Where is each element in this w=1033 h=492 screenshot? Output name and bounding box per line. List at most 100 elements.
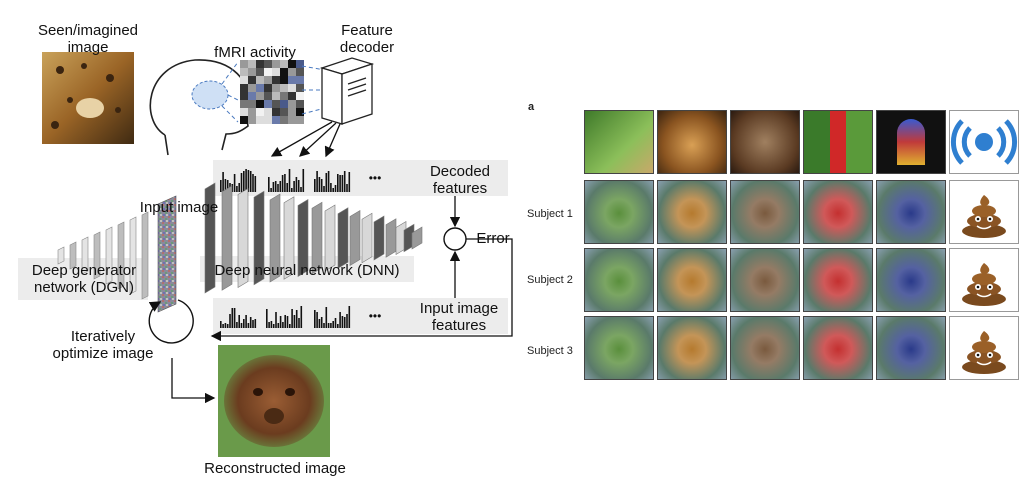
feature-bar (224, 323, 227, 328)
feature-bar (220, 321, 222, 328)
feature-bar (281, 175, 284, 192)
reconstruction-tile (803, 248, 873, 312)
feature-bar (224, 179, 227, 192)
input-feature-histograms (220, 306, 351, 328)
fmri-cell (248, 116, 256, 124)
fmri-cell (288, 68, 296, 76)
feature-bar (293, 181, 295, 192)
fmri-cell (296, 68, 304, 76)
fmri-cell (288, 76, 296, 84)
dnn-layer (411, 226, 423, 250)
fmri-cell (272, 108, 280, 116)
feature-bar (288, 169, 291, 192)
broadcast-icon (949, 110, 1019, 174)
fmri-cell (264, 108, 272, 116)
fmri-cell (280, 108, 288, 116)
fmri-cell (288, 108, 296, 116)
dgn-layers (57, 211, 149, 300)
fmri-cell (248, 100, 256, 108)
feature-bar (233, 174, 236, 192)
iteratively-optimize-label: Iteratively optimize image (52, 328, 154, 362)
fmri-cell (264, 68, 272, 76)
feature-bar (238, 183, 240, 192)
reconstructed-image-label: Reconstructed image (204, 460, 346, 477)
feature-bar (291, 188, 293, 192)
fmri-cell (280, 100, 288, 108)
feature-bar (284, 315, 286, 328)
feature-bar (220, 180, 222, 192)
fmri-cell (272, 60, 280, 68)
ellipsis-bottom: ••• (368, 309, 382, 323)
fmri-cell (240, 108, 248, 116)
ellipsis-top: ••• (368, 171, 382, 185)
feature-bar (332, 188, 334, 192)
feature-bar (249, 171, 252, 192)
feature-bar (226, 324, 229, 328)
row-label-subject-1: Subject 1 (527, 208, 573, 220)
reconstruction-tile (876, 180, 946, 244)
feature-bar (330, 183, 332, 192)
feature-bar (222, 172, 224, 192)
panel-label: a (528, 101, 535, 113)
feature-bar (272, 182, 275, 192)
stimulus-leopard (657, 110, 727, 174)
fmri-cell (240, 116, 248, 124)
reconstruction-tile (657, 248, 727, 312)
decoded-features-label: Decoded features (429, 163, 491, 197)
feature-bar (266, 309, 268, 328)
poo-emoji-icon (949, 316, 1019, 380)
fmri-cell (240, 60, 248, 68)
fmri-cell (280, 116, 288, 124)
feature-bar (282, 322, 284, 328)
fmri-cell (280, 92, 288, 100)
fmri-cell (272, 116, 280, 124)
reconstruction-tile (730, 316, 800, 380)
feature-bar (295, 177, 298, 192)
dgn-label: Deep generator network (DGN) (31, 262, 137, 296)
fmri-cell (256, 76, 264, 84)
fmri-cell (288, 116, 296, 124)
reconstruction-tile (657, 316, 727, 380)
decoder-arrows (270, 121, 341, 158)
fmri-cell (280, 76, 288, 84)
fmri-cell (296, 92, 304, 100)
feature-bar (297, 180, 300, 192)
dnn-layer (297, 198, 309, 278)
reconstruction-tile (803, 316, 873, 380)
feature-bar (323, 323, 325, 328)
dgn-layer (117, 221, 125, 290)
feature-bar (320, 179, 323, 192)
fmri-cell (296, 76, 304, 84)
feature-bar (300, 306, 303, 328)
feature-bar (252, 320, 254, 328)
feature-bar (233, 308, 236, 328)
feature-bar (247, 323, 250, 328)
feature-bar (293, 315, 296, 328)
fmri-cell (248, 76, 256, 84)
fmri-cell (272, 76, 280, 84)
feature-bar (247, 170, 250, 192)
fmri-grid (240, 60, 304, 124)
feature-bar (236, 322, 238, 328)
fmri-cell (248, 60, 256, 68)
feature-bar (314, 310, 316, 328)
reconstruction-tile (876, 248, 946, 312)
feature-bar (238, 315, 240, 328)
fmri-cell (296, 108, 304, 116)
feature-bar (343, 171, 346, 192)
feature-bar (254, 319, 257, 328)
fmri-cell (280, 68, 288, 76)
fmri-cell (264, 100, 272, 108)
feature-bar (327, 171, 330, 192)
row-label-subject-2: Subject 2 (527, 274, 573, 286)
input-image-label: Input image (139, 199, 219, 216)
feature-bar (279, 181, 282, 192)
feature-bar (249, 317, 252, 328)
feature-bar (323, 186, 325, 192)
feature-bar (339, 175, 341, 192)
feature-bar (277, 323, 280, 328)
feature-bar (270, 188, 272, 192)
error-label: Error (476, 230, 510, 247)
fmri-cell (248, 84, 256, 92)
